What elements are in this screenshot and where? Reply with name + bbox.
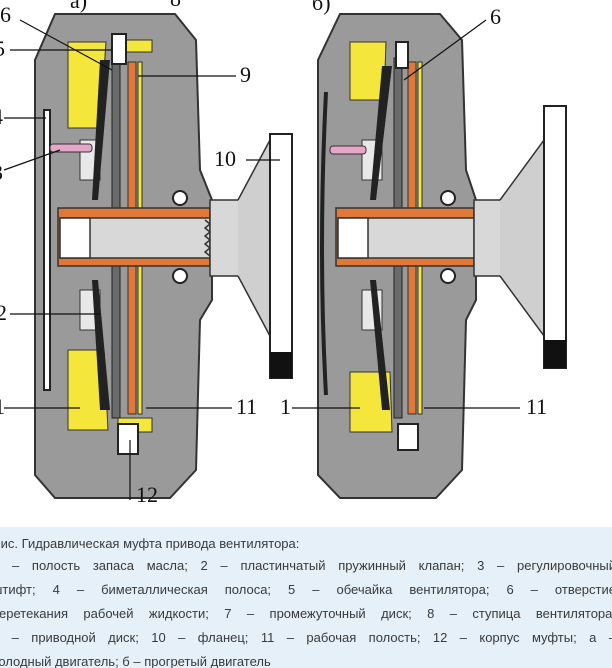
label-10: 10 xyxy=(214,146,236,171)
caption-line-3: штифт; 4 – биметаллическая полоса; 5 – о… xyxy=(0,582,612,597)
panel-b-leaf-spring-low xyxy=(370,280,390,410)
label-11-a: 11 xyxy=(236,394,257,419)
panel-b-title: б) xyxy=(312,0,331,15)
panel-a-hub-cone xyxy=(237,139,271,337)
panel-b-adjust-pin xyxy=(329,145,367,155)
label-11-b: 11 xyxy=(526,394,547,419)
panel-a-title: a) xyxy=(70,0,87,13)
panel-a-housing-foot xyxy=(117,423,139,455)
label-6-b: 6 xyxy=(490,4,501,29)
panel-a-bolt-head xyxy=(59,217,91,259)
panel-a-leaf-spring-low xyxy=(92,280,110,410)
panel-b-assembly xyxy=(317,13,567,499)
panel-a-flange-foot xyxy=(270,352,292,378)
label-9: 9 xyxy=(240,62,251,87)
fan-clutch-figure: a) б) 6 5 4 3 9 10 2 1 11 12 8 6 1 11 xyxy=(0,0,567,507)
panel-a-adjust-pin xyxy=(49,143,93,153)
caption-line-2: 1 – полость запаса масла; 2 – пластинчат… xyxy=(0,558,612,573)
leader-lines xyxy=(3,19,520,500)
label-12: 12 xyxy=(136,482,158,507)
leader-6a xyxy=(19,19,113,71)
caption-line-6: холодный двигатель; б – прогретый двигат… xyxy=(0,654,271,668)
panel-a-leaf-spring xyxy=(92,60,110,200)
panel-a-assembly xyxy=(34,13,293,499)
label-2: 2 xyxy=(0,300,7,325)
caption-line-4: перетекания рабочей жидкости; 7 – промеж… xyxy=(0,606,612,621)
panel-a-top-notch xyxy=(111,33,127,65)
panel-a-flange xyxy=(269,133,293,379)
label-1-b: 1 xyxy=(280,394,291,419)
label-8-top: 8 xyxy=(170,0,181,11)
leader-3 xyxy=(3,149,61,171)
caption-title: Рис. Гидравлическая муфта привода вентил… xyxy=(0,536,300,551)
label-3: 3 xyxy=(0,160,3,185)
fan-clutch-drawing: a) б) 6 5 4 3 9 10 2 1 11 12 8 6 1 11 xyxy=(0,0,567,507)
figure-caption: Рис. Гидравлическая муфта привода вентил… xyxy=(0,527,612,668)
panel-b-flange xyxy=(543,105,567,369)
label-1-a: 1 xyxy=(0,394,5,419)
panel-b-bimetal-strip xyxy=(320,91,328,396)
panel-a-bearing-bot xyxy=(172,268,188,284)
panel-a-bearing-top xyxy=(172,190,188,206)
panel-a-bimetal-strip xyxy=(43,109,51,391)
leader-6b xyxy=(403,19,487,81)
panel-b-flange-foot xyxy=(544,340,566,368)
panel-b-leaf-spring xyxy=(370,66,392,200)
panel-b-bolt-head xyxy=(337,217,369,259)
label-6-a: 6 xyxy=(0,2,11,27)
caption-line-5: 9 – приводной диск; 10 – фланец; 11 – ра… xyxy=(0,630,612,645)
panel-b-bearing-top xyxy=(440,190,456,206)
panel-b-hub-cone xyxy=(499,137,545,339)
panel-a-thread xyxy=(203,219,212,257)
label-4: 4 xyxy=(0,104,3,129)
panel-b-housing-foot xyxy=(397,423,419,451)
label-5: 5 xyxy=(0,36,5,61)
panel-b-bearing-bot xyxy=(440,268,456,284)
panel-b-top-notch xyxy=(395,41,409,69)
